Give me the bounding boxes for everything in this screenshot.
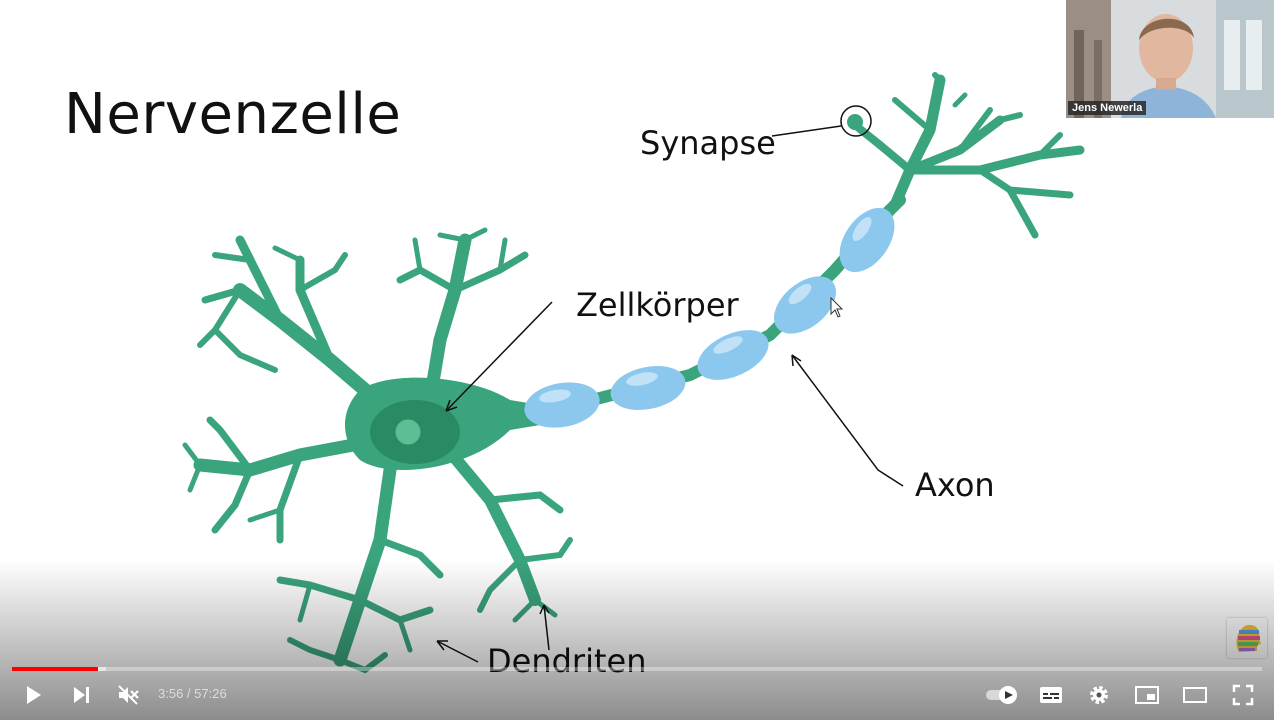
gear-icon: [1090, 686, 1108, 704]
webcam-name-tag: Jens Newerla: [1068, 101, 1147, 115]
muted-icon: [118, 685, 139, 705]
label-dendriten: Dendriten: [487, 642, 647, 680]
webcam-overlay: Jens Newerla: [1066, 0, 1274, 118]
label-zellkoerper: Zellkörper: [576, 286, 739, 324]
play-button[interactable]: [17, 680, 49, 710]
channel-logo-icon: [1236, 624, 1261, 652]
channel-logo[interactable]: [1227, 618, 1267, 658]
theater-icon: [1183, 687, 1207, 703]
settings-button[interactable]: [1083, 680, 1115, 710]
fullscreen-icon: [1232, 684, 1254, 706]
progress-played: [12, 667, 99, 671]
subtitles-icon: [1040, 687, 1062, 703]
miniplayer-icon: [1135, 686, 1159, 704]
time-display: 3:56 / 57:26: [158, 686, 227, 701]
mouse-cursor: [830, 296, 844, 318]
axon-terminals: [851, 72, 1085, 239]
label-synapse: Synapse: [640, 124, 776, 162]
theater-mode-button[interactable]: [1179, 680, 1211, 710]
next-button[interactable]: [65, 680, 97, 710]
label-pointers: [436, 105, 904, 663]
label-axon: Axon: [915, 466, 995, 504]
fullscreen-button[interactable]: [1227, 680, 1259, 710]
nucleus: [392, 416, 424, 448]
miniplayer-button[interactable]: [1131, 680, 1163, 710]
next-icon: [74, 687, 89, 703]
myelin-sheaths: [524, 207, 895, 428]
play-icon: [27, 686, 41, 704]
webcam-video: [1066, 0, 1274, 118]
subtitles-button[interactable]: [1035, 680, 1067, 710]
mute-button[interactable]: [112, 680, 144, 710]
autoplay-toggle[interactable]: [982, 680, 1020, 710]
dendrites: [182, 227, 573, 674]
autoplay-toggle-icon: [986, 686, 1017, 704]
progress-bar[interactable]: [12, 667, 1262, 671]
slide-title: Nervenzelle: [64, 82, 402, 147]
